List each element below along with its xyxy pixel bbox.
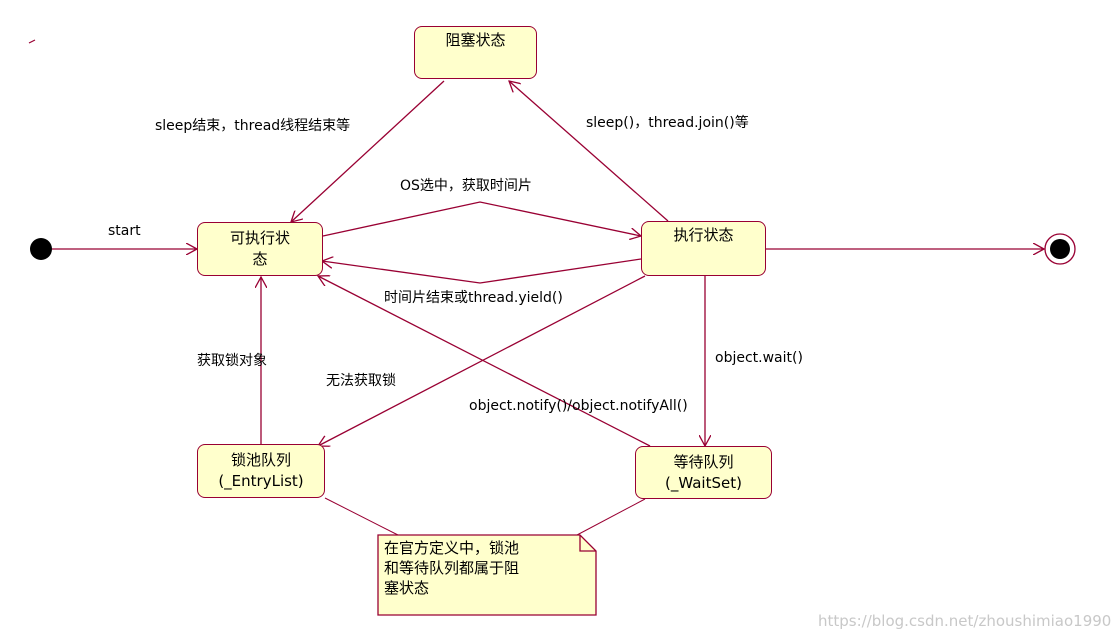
label-sleep-end: sleep结束，thread线程结束等 (155, 118, 351, 134)
note-fold (579, 535, 596, 552)
state-wait-set: 等待队列 (_WaitSet) (635, 446, 772, 499)
final-state-outer (1044, 233, 1076, 265)
label-start: start (108, 223, 141, 239)
state-blocked: 阻塞状态 (414, 26, 537, 79)
label-sleep-join: sleep()，thread.join()等 (586, 115, 749, 131)
label-acquire-lock: 获取锁对象 (197, 353, 267, 369)
state-running: 执行状态 (641, 221, 766, 276)
note-connector-left (324, 497, 399, 536)
note-text: 在官方定义中，锁池 和等待队列都属于阻 塞状态 (384, 539, 520, 597)
state-runnable: 可执行状 态 (197, 222, 323, 276)
final-state-inner (1050, 239, 1070, 259)
initial-state (30, 238, 52, 260)
label-wait: object.wait() (715, 350, 803, 366)
label-os-select: OS选中，获取时间片 (400, 178, 532, 194)
waitset-to-runnable-arrow (318, 276, 651, 447)
state-entry-list: 锁池队列 (_EntryList) (197, 444, 325, 498)
label-notify: object.notify()/object.notifyAll() (469, 398, 688, 414)
label-yield: 时间片结束或thread.yield() (384, 290, 563, 306)
note-connector-right (576, 498, 646, 536)
watermark: https://blog.csdn.net/zhoushimiao1990 (818, 612, 1111, 630)
running-to-blocked-arrow (509, 81, 669, 222)
label-cannot-lock: 无法获取锁 (326, 373, 396, 389)
running-to-entrylist-arrow (318, 275, 646, 446)
blocked-to-runnable-arrow (291, 80, 445, 222)
stray-mark (28, 39, 36, 44)
runnable-to-running-arrow (322, 201, 641, 236)
note-box (377, 534, 597, 616)
running-to-runnable-arrow (322, 259, 642, 284)
